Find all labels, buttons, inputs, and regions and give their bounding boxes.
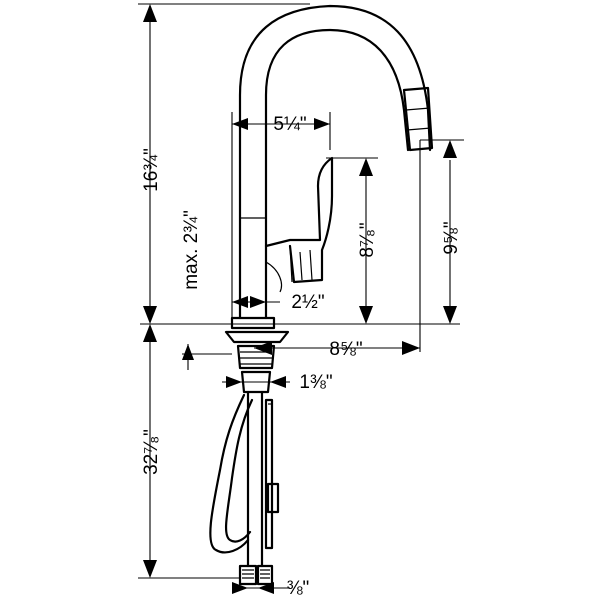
dimension-base-width: 2½" [232, 292, 325, 318]
faucet-outline [209, 4, 434, 586]
spout-outer [238, 4, 432, 320]
label-hose-length: 32⁷⁄₈" [141, 429, 162, 475]
dimension-connection: ⅜" [232, 578, 309, 599]
label-spout-reach: 8⅝" [329, 339, 362, 360]
label-hole-diameter: 1⅜" [299, 372, 332, 393]
dimension-max-deck: max. 2¾" [181, 210, 232, 370]
pullout-hose [209, 393, 250, 554]
mounting-nut [224, 330, 290, 344]
label-spout-top: 5¼" [273, 114, 306, 135]
dimension-hose-length: 32⁷⁄₈" [138, 324, 240, 579]
dimension-spout-height: 9⅝" [419, 139, 464, 352]
hose-weight [266, 482, 280, 514]
faucet-base [230, 316, 276, 330]
label-overall-height: 16¾" [141, 148, 162, 192]
label-connection: ⅜" [287, 578, 310, 599]
connection-fittings [238, 564, 274, 586]
spout-inner [264, 28, 410, 320]
label-spout-height: 9⅝" [441, 221, 462, 254]
label-max-deck: max. 2¾" [181, 210, 202, 290]
dimension-overall-height: 16¾" [138, 3, 310, 324]
dimension-spout-reach: 8⅝" [254, 339, 420, 360]
label-base-width: 2½" [291, 292, 324, 313]
dimension-handle-height: 8⁷⁄₈" [326, 157, 378, 324]
label-handle-height: 8⁷⁄₈" [357, 222, 378, 257]
dimension-spout-top: 5¼" [231, 112, 331, 320]
shank-pipe [246, 390, 264, 568]
handle [264, 156, 334, 284]
dimension-hole-diameter: 1⅜" [222, 372, 333, 393]
